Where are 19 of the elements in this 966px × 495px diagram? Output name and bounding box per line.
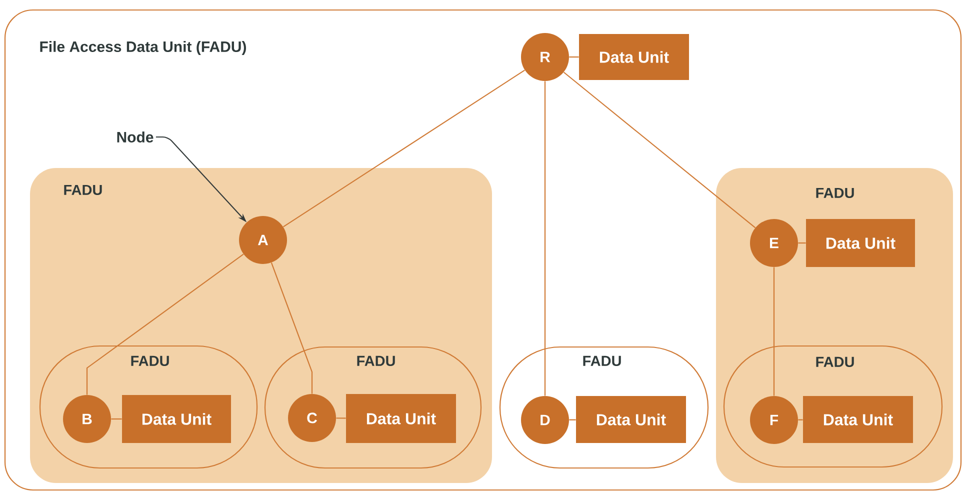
connector-line (798, 419, 803, 420)
data-unit-box: Data Unit (806, 219, 915, 267)
data-unit-box: Data Unit (576, 396, 686, 443)
connector-line (111, 418, 122, 420)
data-unit-box: Data Unit (803, 396, 913, 443)
node-label: Node (117, 132, 154, 142)
connector-line (270, 262, 313, 394)
connector-line (563, 72, 756, 228)
data-unit-box: Data Unit (346, 394, 456, 443)
connector-line (773, 267, 775, 396)
connector-line (544, 81, 546, 396)
connector-line (336, 418, 346, 419)
connector-line (798, 242, 806, 244)
connector-line (569, 419, 576, 420)
connector-line (283, 70, 525, 228)
connector-line (86, 254, 244, 395)
connector-line (569, 56, 579, 58)
data-unit-box: Data Unit (579, 34, 689, 80)
data-unit-box: Data Unit (122, 395, 231, 443)
